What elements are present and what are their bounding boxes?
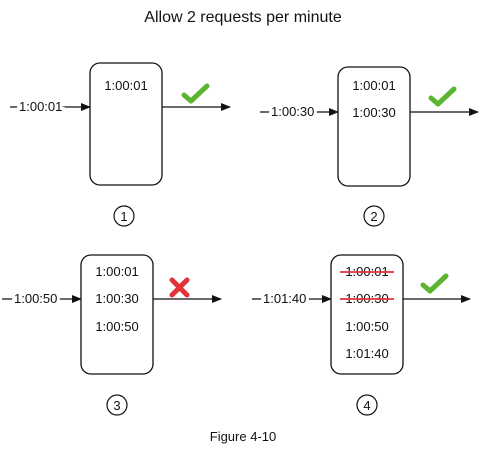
incoming-timestamp: 1:01:40 (263, 291, 306, 306)
log-entry: 1:01:40 (345, 346, 388, 361)
checkmark-icon (181, 83, 210, 104)
log-entry: 1:00:30 (95, 291, 138, 306)
request-log-box (330, 254, 404, 375)
panel-2: 1:00:30 1:00:01 1:00:30 2 (260, 66, 479, 227)
panel-4: 1:01:40 1:00:01 1:00:30 1:00:50 1:01:40 … (252, 254, 471, 416)
panel-3: 1:00:50 1:00:01 1:00:30 1:00:50 3 (2, 254, 222, 416)
log-entry: 1:00:01 (95, 264, 138, 279)
checkmark-icon (428, 86, 457, 107)
log-entry: 1:00:01 (352, 78, 395, 93)
diagram-title: Allow 2 requests per minute (144, 9, 342, 26)
step-number: 4 (363, 398, 370, 413)
request-log-box (337, 66, 411, 187)
cross-icon (169, 277, 190, 298)
incoming-timestamp: 1:00:30 (271, 104, 314, 119)
step-number-circle (356, 394, 378, 416)
request-log-box (80, 254, 154, 375)
panel-1: 1:00:01 1:00:01 1 (10, 62, 231, 227)
step-number-circle (106, 394, 128, 416)
figure-caption: Figure 4-10 (210, 429, 276, 444)
request-log-box (89, 62, 163, 186)
log-entry: 1:00:30 (352, 105, 395, 120)
step-number-circle (113, 205, 135, 227)
log-entry: 1:00:01 (104, 78, 147, 93)
step-number: 2 (370, 209, 377, 224)
log-entry: 1:00:50 (345, 319, 388, 334)
step-number-circle (363, 205, 385, 227)
log-entry: 1:00:50 (95, 319, 138, 334)
checkmark-icon (420, 273, 449, 294)
step-number: 1 (120, 209, 127, 224)
incoming-timestamp: 1:00:50 (14, 291, 57, 306)
step-number: 3 (113, 398, 120, 413)
incoming-timestamp: 1:00:01 (19, 99, 62, 114)
